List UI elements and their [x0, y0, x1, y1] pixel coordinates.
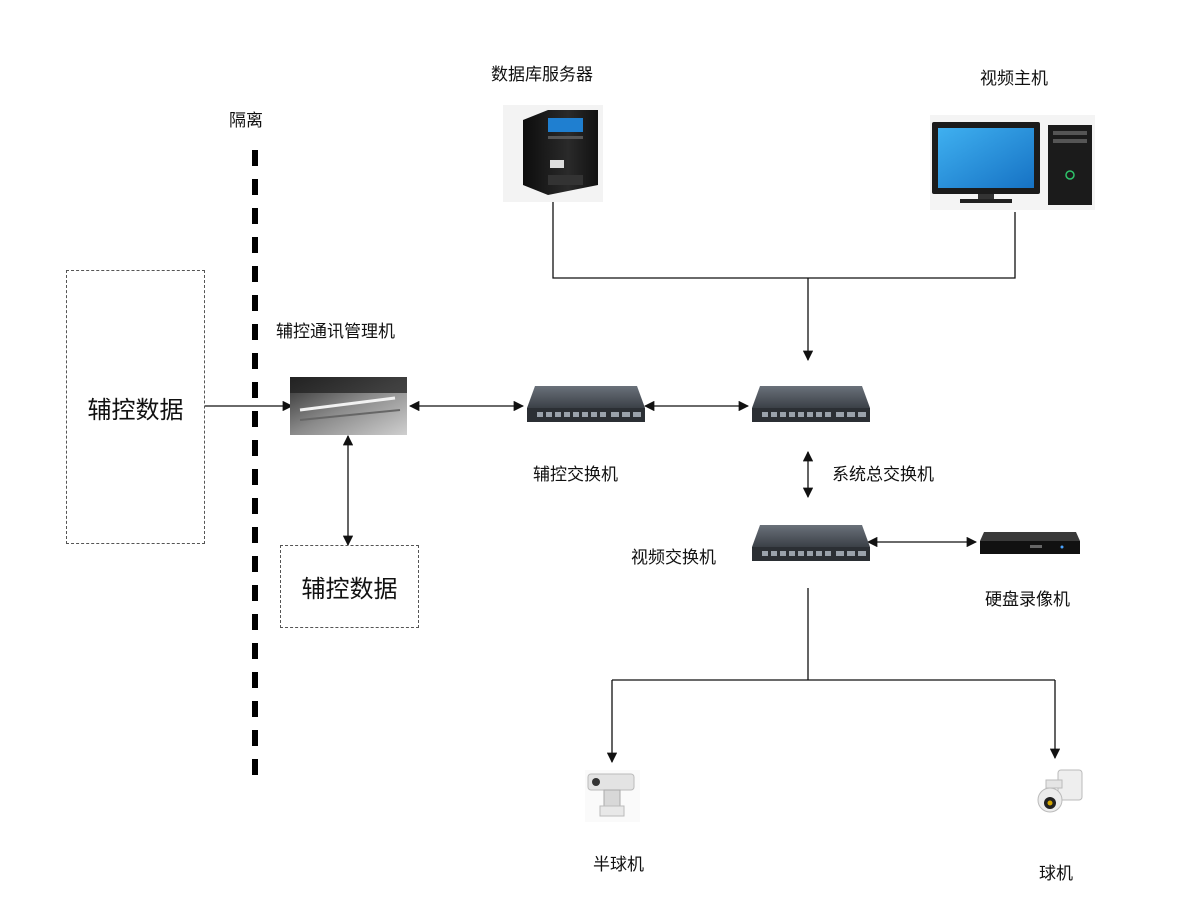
switch-icon-main: [752, 386, 870, 422]
connection-lines: [205, 202, 1061, 764]
aux-data-box-bottom: 辅控数据: [280, 545, 419, 628]
db-server-icon: [503, 105, 603, 202]
dome-half-camera-icon: [585, 770, 640, 822]
main-switch-label: 系统总交换机: [832, 465, 934, 485]
video-switch-label: 视频交换机: [631, 548, 716, 568]
dome-camera-icon: [1037, 769, 1083, 813]
isolation-label: 隔离: [229, 111, 263, 131]
aux-data-bottom-label: 辅控数据: [301, 575, 398, 603]
db-to-merge-line: [552, 202, 1016, 279]
dome-half-label: 半球机: [593, 855, 644, 875]
nvr-recorder-icon: [980, 532, 1080, 554]
comm-manager-label: 辅控通讯管理机: [276, 322, 395, 342]
aux-data-left-label: 辅控数据: [87, 395, 184, 424]
db-server-label: 数据库服务器: [491, 65, 593, 85]
switch-icon-aux: [527, 386, 645, 422]
switch-icon-video: [752, 525, 870, 561]
dome-label: 球机: [1039, 864, 1073, 884]
comm-manager-device-icon: [290, 377, 407, 435]
aux-switch-label: 辅控交换机: [533, 465, 618, 485]
aux-data-box-left: 辅控数据: [66, 270, 205, 544]
nvr-label: 硬盘录像机: [985, 590, 1070, 610]
video-host-label: 视频主机: [980, 69, 1048, 89]
video-host-icon: [930, 115, 1095, 210]
